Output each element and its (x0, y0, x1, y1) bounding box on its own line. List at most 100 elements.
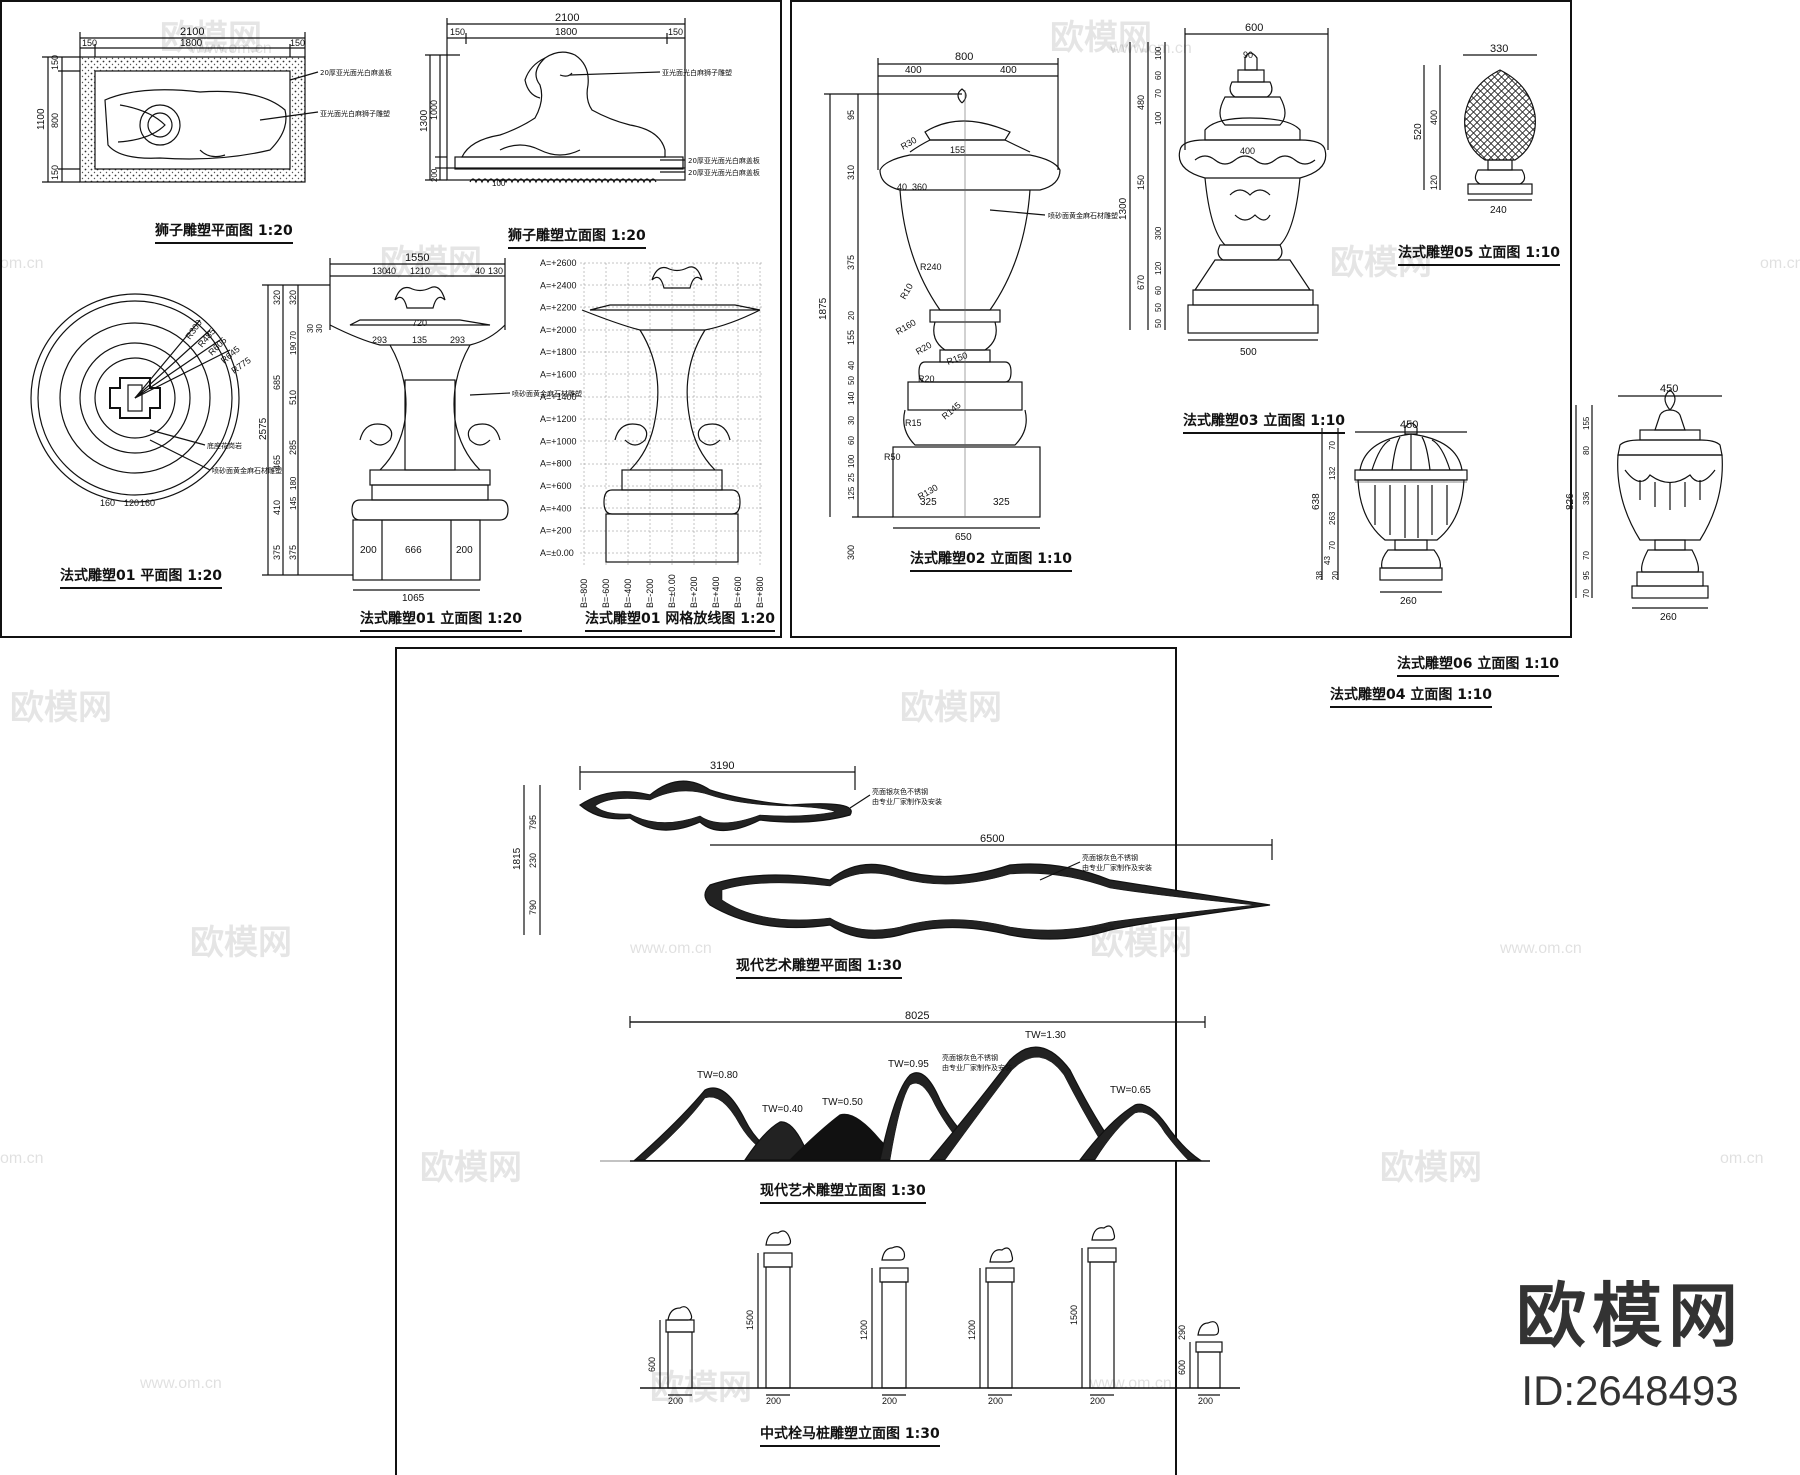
dim-text: 375 (272, 545, 282, 560)
caption-lion-elevation: 狮子雕塑立面图 1:20 (508, 225, 646, 249)
dim-text: 150 (1136, 175, 1146, 190)
annotation-note: 20厚亚光面光白麻盖板 (320, 68, 392, 77)
watermark-url: www.om.cn (1500, 940, 1582, 957)
grid-a-label: A=+800 (540, 459, 572, 469)
watermark-url: om.cn (0, 255, 44, 272)
annotation-note: 亚光面光白麻狮子雕塑 (320, 109, 390, 118)
brand-block: 欧模网 ID:2648493 (1516, 1260, 1744, 1415)
annotation-note: 由专业厂家制作及安装 (1082, 863, 1152, 872)
watermark-brand: 欧模网 (420, 1148, 522, 1188)
dim-text: 120 (1429, 175, 1439, 190)
watermark-url: om.cn (1720, 1150, 1764, 1167)
dim-text: 70 (1582, 551, 1591, 560)
caption-modern-elevation: 现代艺术雕塑立面图 1:30 (760, 1180, 926, 1204)
dim-text: 43 (1323, 556, 1332, 565)
annotation-note: 由专业厂家制作及安装 (872, 797, 942, 806)
dim-text: 1800 (555, 27, 578, 38)
radius-label: R10 (898, 282, 915, 301)
grid-b-label: B=-800 (579, 579, 589, 608)
grid-a-label: A=+1800 (540, 347, 577, 357)
watermark-url: www.om.cn (1090, 1375, 1172, 1392)
radius-label: R15 (905, 418, 922, 428)
dim-text: 130 (372, 266, 387, 276)
grid-a-label: A=+1000 (540, 436, 577, 446)
dim-text: 30 (315, 324, 324, 333)
dim-text: 70 (1328, 441, 1337, 450)
caption-f05-elevation: 法式雕塑05 立面图 1:10 (1398, 242, 1561, 266)
grid-a-label: A=+2600 (540, 258, 577, 268)
dim-text: 520 (1413, 123, 1424, 140)
grid-a-label: A=+2000 (540, 325, 577, 335)
dim-text: 70 (1154, 89, 1163, 98)
dim-text: 300 (1154, 226, 1163, 240)
dim-text: 160 (100, 498, 115, 508)
annotation-note: 亮面银灰色不锈钢 (872, 787, 928, 796)
f03-elevation-drawing (1129, 28, 1329, 341)
dim-text: 30 (847, 416, 856, 425)
dim-text: 1100 (36, 108, 47, 130)
dim-text: 800 (50, 113, 60, 128)
brand-logo-text: 欧模网 (1516, 1275, 1744, 1357)
dim-text: 150 (668, 27, 683, 37)
dim-text: TW=0.80 (697, 1070, 738, 1081)
watermark-brand: 欧模网 (1330, 243, 1432, 283)
annotation-note: 20厚亚光面光白麻盖板 (688, 168, 760, 177)
dim-text: 1000 (429, 100, 439, 120)
dim-text: 600 (1245, 22, 1263, 34)
dim-text: 60 (1154, 71, 1163, 80)
dim-text: 20 (1331, 571, 1340, 580)
dim-text: 400 (1000, 65, 1017, 76)
dim-text: 155 (846, 330, 856, 345)
watermark-url: www.om.cn (630, 940, 712, 957)
watermark-url: www.om.cn (140, 1375, 222, 1392)
watermark-brand: 欧模网 (1050, 18, 1152, 58)
annotation-note: 喷砂面黄金麻石材雕塑 (1048, 211, 1118, 220)
dim-text: 465 (272, 455, 282, 470)
dim-text: 60 (1154, 286, 1163, 295)
f01-plan-drawing (30, 293, 240, 503)
radius-label: R30 (899, 135, 918, 152)
radius-label: R145 (940, 400, 963, 421)
dim-text: 1500 (1069, 1305, 1079, 1325)
dim-text: 60 (847, 436, 856, 445)
dim-text: 325 (993, 497, 1010, 508)
watermark-brand: 欧模网 (1090, 923, 1192, 963)
dim-text: 100 (1154, 111, 1163, 125)
annotation-note: 喷砂面黄金麻石材雕塑 (512, 389, 582, 398)
caption-lion-plan: 狮子雕塑平面图 1:20 (155, 220, 293, 244)
dim-text: 375 (288, 545, 298, 560)
dim-text: 795 (528, 815, 538, 830)
dim-text: 2100 (180, 26, 204, 38)
grid-b-label: B=±0.00 (667, 574, 677, 608)
dim-text: 200 (1198, 1396, 1213, 1406)
dim-text: 200 (668, 1396, 683, 1406)
dim-text: 293 (372, 335, 387, 345)
dim-text: 500 (1240, 347, 1257, 358)
dim-text: 120 (124, 498, 139, 508)
dim-text: 720 (412, 318, 427, 328)
dim-text: 200 (882, 1396, 897, 1406)
dim-text: 450 (1400, 419, 1418, 431)
grid-a-label: A=±0.00 (540, 548, 574, 558)
dim-text: TW=0.95 (888, 1059, 929, 1070)
dim-text: 1200 (967, 1320, 977, 1340)
dim-text: 293 (450, 335, 465, 345)
annotation-note: 底座花岗岩 (207, 441, 242, 450)
f06-elevation-drawing (1575, 389, 1723, 609)
dim-text: 70 (1328, 541, 1337, 550)
dim-text: 826 (1565, 493, 1576, 510)
watermark-brand: 欧模网 (380, 243, 482, 283)
dim-text: 50 (1154, 303, 1163, 312)
lion-elevation-drawing (425, 18, 686, 184)
dim-text: 1300 (1118, 197, 1129, 220)
dim-text: 3190 (710, 760, 734, 772)
dim-text: 1550 (405, 252, 429, 264)
grid-b-label: B=+200 (689, 576, 699, 608)
caption-f01-elevation: 法式雕塑01 立面图 1:20 (360, 608, 523, 632)
dim-text: 800 (955, 51, 973, 63)
grid-a-label: A=+1400 (540, 392, 577, 402)
f01-grid-figure (581, 266, 761, 563)
watermark-url: www.om.cn (190, 40, 272, 57)
dim-text: 150 (450, 27, 465, 37)
dim-text: 150 (50, 55, 60, 70)
